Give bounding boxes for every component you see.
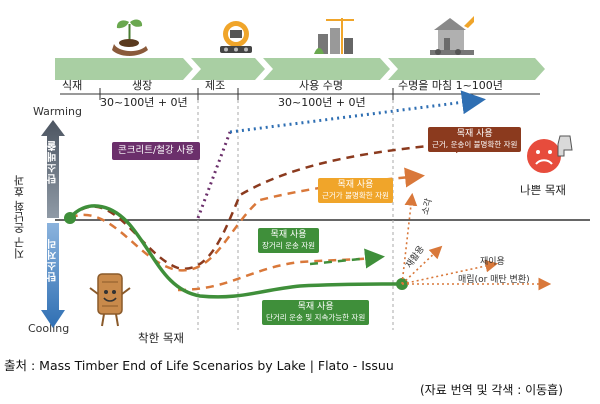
wood-unclear-transport-curve <box>69 133 475 270</box>
wood-long-distance-tail <box>309 248 385 269</box>
recycle-branch <box>401 245 443 285</box>
timeline-ruler <box>60 88 540 100</box>
axis-label-cooling: Cooling <box>28 322 70 335</box>
duration-service: 30~100년 + 0년 <box>278 96 366 109</box>
wood-sustainable-curve <box>68 204 401 299</box>
city-construction-icon <box>314 18 354 54</box>
zero-baseline <box>55 219 590 221</box>
stage-label-planting: 식재 <box>62 79 83 92</box>
source-citation: 출처 : Mass Timber End of Life Scenarios b… <box>4 358 394 373</box>
axis-label-warming: Warming <box>33 105 82 118</box>
happy-wood-character-icon <box>89 273 131 327</box>
concrete-steel-service-curve <box>229 90 486 134</box>
stage-label-growth: 생장 <box>132 79 153 92</box>
seedling-hand-icon <box>112 19 148 56</box>
duration-growth: 30~100년 + 0년 <box>100 96 188 109</box>
callout-wood-unclear-transport: 목재 사용 근거, 운송이 불명확한 자원 <box>428 127 522 152</box>
callout-wood-sustainable-title: 목재 사용 <box>297 302 334 312</box>
factory-gear-icon <box>220 21 252 53</box>
sad-face-thumbs-down-icon <box>527 135 573 173</box>
reuse-branch <box>401 259 499 285</box>
label-good-wood: 착한 목재 <box>138 331 184 345</box>
wood-long-distance-curve <box>177 256 376 292</box>
stage-arrow-band <box>55 58 545 80</box>
callout-wood-long-distance-sub: 장거리 운송 자원 <box>262 241 316 251</box>
y-axis-arrows <box>41 120 65 328</box>
callout-wood-unclear-source: 목재 사용 근거가 불명확한 자원 <box>318 178 393 203</box>
stage-label-end-of-life: 수명을 마침 1~100년 <box>398 79 503 92</box>
stage-label-service-life: 사용 수명 <box>299 79 343 92</box>
label-landfill: 매립(or 매탄 변환) <box>458 275 530 285</box>
stage-label-manufacturing: 제조 <box>205 79 226 92</box>
translation-credit: (자료 번역 및 각색 : 이동흡) <box>420 383 563 397</box>
label-bad-wood: 나쁜 목재 <box>520 183 566 197</box>
callout-wood-unclear-source-sub: 근거가 불명확한 자원 <box>322 191 389 201</box>
callout-wood-unclear-transport-sub: 근거, 운송이 불명확한 자원 <box>432 140 518 150</box>
callout-concrete-steel-text: 콘크리트/철강 사용 <box>118 145 195 156</box>
callout-wood-unclear-source-title: 목재 사용 <box>337 180 374 190</box>
callout-concrete-steel: 콘크리트/철강 사용 <box>112 142 201 160</box>
concrete-steel-curve <box>196 131 232 219</box>
callout-wood-sustainable-sub: 단거리 운송 및 지속가능한 자원 <box>266 313 366 323</box>
demolition-icon <box>430 16 474 55</box>
incinerate-branch <box>401 192 418 285</box>
callout-wood-unclear-transport-title: 목재 사용 <box>456 129 493 139</box>
label-reuse: 재이용 <box>480 257 505 267</box>
callout-wood-sustainable: 목재 사용 단거리 운송 및 지속가능한 자원 <box>262 300 370 325</box>
start-node <box>64 212 76 224</box>
callout-wood-long-distance: 목재 사용 장거리 운송 자원 <box>258 228 320 253</box>
stage-dividers <box>197 100 394 330</box>
callout-wood-long-distance-title: 목재 사용 <box>270 230 307 240</box>
